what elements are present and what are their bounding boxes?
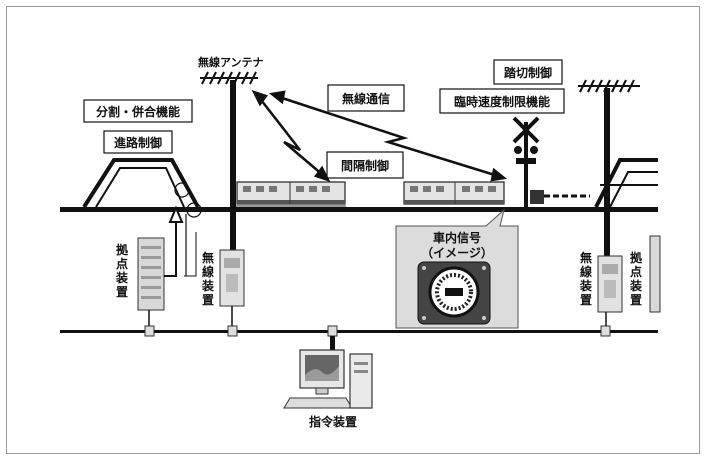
split-merge-label: 分割・併合機能 [96,104,180,119]
crossing-control-label: 踏切制御 [504,65,552,80]
bus-nodes [144,325,611,337]
label-box-route-control [103,130,173,154]
base-device-left-cabinet [137,237,165,311]
train-right [403,181,505,205]
radio-wave-left [251,89,331,183]
base-device-right-cabinet [649,235,661,313]
base-device-left-label: 拠点装置 [115,242,129,299]
antenna-label: 無線アンテナ [198,55,264,69]
command-computer [283,349,373,409]
antenna-left [200,71,258,250]
network-bus [60,330,658,333]
radio-device-left-label: 無線装置 [201,250,214,307]
interval-control-label: 間隔制御 [341,158,389,173]
radio-wave-right [269,90,507,182]
label-box-temp-speed [439,88,565,114]
antenna-right [578,79,640,258]
main-track [60,207,658,212]
route-control-label: 進路制御 [114,135,162,150]
bus-drops [148,306,607,326]
base-device-right-label: 拠点装置 [629,250,643,307]
radio-device-right [597,255,623,313]
label-box-wireless-comm [327,84,405,112]
cab-signal-label: 車内信号 [433,230,481,245]
cab-signal-gauge [417,261,491,325]
command-link [330,336,335,356]
cab-signal-sublabel: （イメージ） [421,245,493,260]
label-box-crossing-control [493,59,563,85]
train-left [236,181,346,207]
temp-speed-label: 臨時速度制限機能 [454,94,550,109]
label-box-interval-control [326,151,404,179]
switch-point-lower [186,202,202,218]
crossing-signal [512,116,590,208]
label-box-split-merge [83,99,193,123]
wireless-comm-label: 無線通信 [342,91,390,106]
switch-point-upper [174,182,190,198]
command-label: 指令装置 [309,414,357,429]
radio-device-left [219,249,245,307]
radio-device-right-label: 無線装置 [579,250,592,307]
control-arrow [164,205,197,277]
